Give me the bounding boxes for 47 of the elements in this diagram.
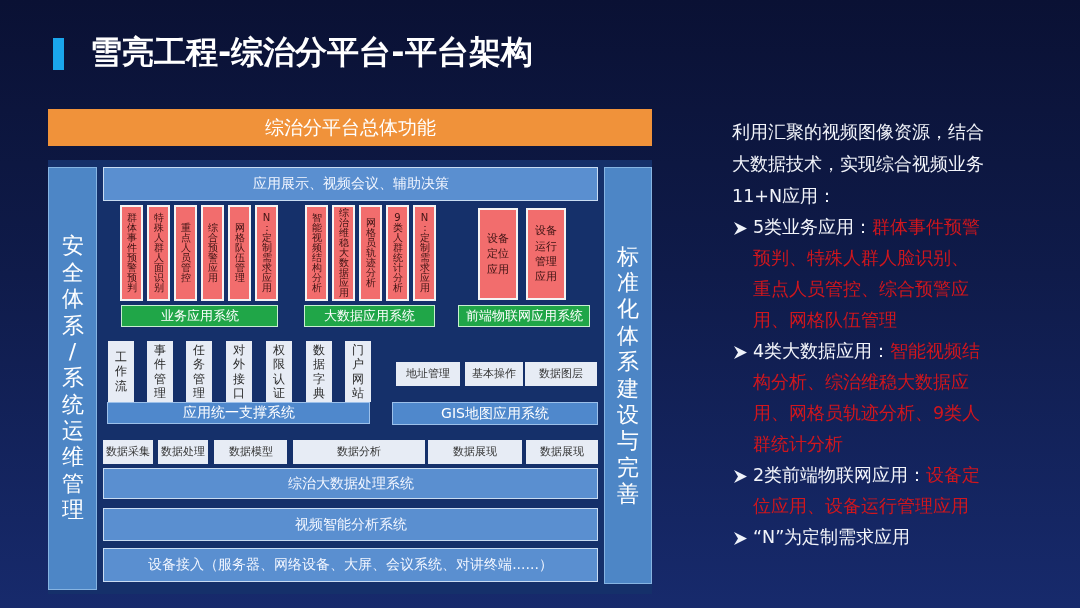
app-module: 9类人群统计分析 <box>386 205 409 301</box>
app-module: 综合预警应用 <box>201 205 224 301</box>
support-module: 对外接口 <box>226 341 252 402</box>
app-module: 重点人员管控 <box>174 205 197 301</box>
bullet-text: 2类前端物联网应用：设备定位应用、设备运行管理应用 <box>753 464 982 518</box>
data-module: 数据展现 <box>428 440 522 464</box>
app-module: 设备定位应用 <box>478 208 518 300</box>
support-module: 工作流 <box>108 341 134 402</box>
bullet-text: “N”为定制需求应用 <box>753 526 912 549</box>
support-module: 权限认证 <box>266 341 292 402</box>
gis-module: 数据图层 <box>525 362 597 386</box>
data-module: 数据分析 <box>293 440 425 464</box>
support-module: 事件管理 <box>147 341 173 402</box>
system-bar: 大数据应用系统 <box>304 305 435 327</box>
header-bar: 综治分平台总体功能 <box>48 109 652 146</box>
support-module: 门户网站 <box>345 341 371 402</box>
app-module: 设备运行管理应用 <box>526 208 566 300</box>
support-module: 数据字典 <box>306 341 332 402</box>
data-module: 数据模型 <box>214 440 287 464</box>
app-module: 网格队伍管理 <box>228 205 251 301</box>
app-module: N：定制需求应用 <box>255 205 278 301</box>
data-module: 数据采集 <box>103 440 153 464</box>
layer-bar: 设备接入（服务器、网络设备、大屏、会议系统、对讲终端......） <box>103 548 598 582</box>
slide-title: 雪亮工程-综治分平台-平台架构 <box>90 32 533 73</box>
gis-module: 基本操作 <box>465 362 523 386</box>
system-bar: GIS地图应用系统 <box>392 402 598 425</box>
intro-paragraph: 利用汇聚的视频图像资源，结合大数据技术，实现综合视频业务11+N应用： <box>732 121 984 208</box>
system-bar: 业务应用系统 <box>121 305 278 327</box>
system-bar: 前端物联网应用系统 <box>458 305 590 327</box>
system-bar: 应用统一支撑系统 <box>107 402 370 424</box>
app-module: 网格员轨迹分析 <box>359 205 382 301</box>
gis-module: 地址管理 <box>396 362 460 386</box>
app-module: 智能视频结构分析 <box>305 205 328 301</box>
data-module: 数据处理 <box>158 440 208 464</box>
layer-bar: 视频智能分析系统 <box>103 508 598 541</box>
side-panel: 标准化体系建设与完善 <box>604 167 652 584</box>
bullet-text: 5类业务应用：群体事件预警预判、特殊人群人脸识别、重点人员管控、综合预警应用、网格队伍管理 <box>753 216 982 332</box>
app-module: 群体事件预警预判 <box>120 205 143 301</box>
support-module: 任务管理 <box>186 341 212 402</box>
bullet-text: 4类大数据应用：智能视频结构分析、综治维稳大数据应用、网格员轨迹分析、9类人群统计分析 <box>753 340 982 456</box>
app-module: N：定制需求应用 <box>413 205 436 301</box>
side-panel: 安全体系/系统运维管理 <box>48 167 97 590</box>
app-module: 综治维稳大数据应用 <box>332 205 355 301</box>
layer-bar: 综治大数据处理系统 <box>103 468 598 499</box>
layer-bar: 应用展示、视频会议、辅助决策 <box>103 167 598 201</box>
data-module: 数据展现 <box>526 440 598 464</box>
app-module: 特殊人群人面识别 <box>147 205 170 301</box>
